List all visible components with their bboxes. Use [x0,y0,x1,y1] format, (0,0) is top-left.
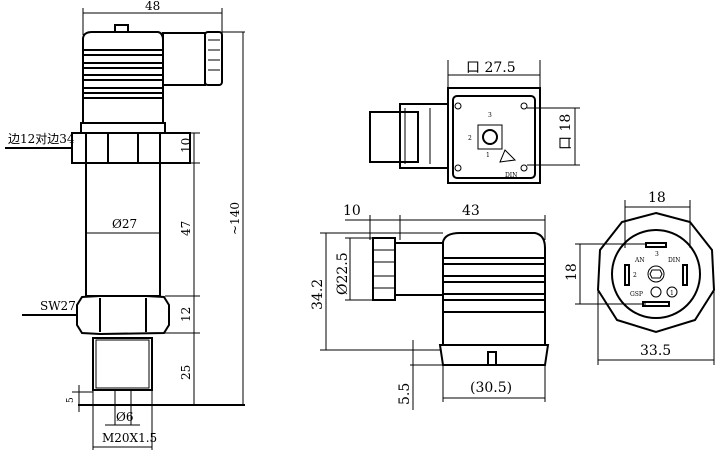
side-connector [162,32,206,86]
thread [92,337,153,391]
dim-18-front-top: 18 [648,190,666,206]
label-gsp: GSP [630,291,643,298]
connector-side-view: 10 43 Ø22.5 34.2 5.5 (30.5) [310,203,550,410]
connector-body-top [447,87,541,184]
dim-140: ~140 [228,202,242,235]
dim-body-diameter: Ø27 [112,217,137,231]
front-outline [596,211,716,334]
label-an: AN [634,257,645,264]
pin-2-label: 2 [468,135,472,142]
front-pin-2: 2 [633,272,637,279]
front-pin-1: 1 [670,290,674,297]
connector-nub [114,24,129,33]
dim-bore: Ø6 [116,410,133,424]
connector-body-side [442,232,546,346]
cable-gland-top [369,111,419,163]
dim-43: 43 [462,203,480,219]
din-label: DIN [505,172,517,179]
dim-47: 47 [179,221,193,236]
connector-front-view: 18 3 2 1 AN GSP DIN 18 33.5 [564,190,716,365]
cable-gland [204,31,223,86]
dim-18-top: 口 18 [558,114,574,150]
dim-30-5: (30.5) [470,380,512,396]
label-din: DIN [668,257,680,264]
hex-head [71,132,191,164]
dim-thread: M20X1.5 [102,431,157,445]
dim-33-5: 33.5 [640,343,671,359]
wrench-nut [76,295,170,336]
center-screw [482,129,498,145]
side-view: 48 边12对边34 10 Ø27 47 ~140 SW27 12 25 5 Ø… [5,0,245,450]
pin-3-label: 3 [488,112,492,119]
dim-27-5: 口 27.5 [466,60,516,76]
dim-48: 48 [145,0,160,13]
label-sw27: SW27 [40,299,76,313]
label-hex-flats: 边12对边34 [8,132,75,146]
dim-12: 12 [179,307,193,322]
dim-10: 10 [179,138,193,153]
dim-18-front-left: 18 [564,263,580,281]
dim-34-2: 34.2 [310,279,326,310]
dim-25: 25 [179,365,193,380]
dim-5-5: 5.5 [397,383,413,405]
center-screw-front [647,265,665,283]
dim-10-connector: 10 [343,203,361,219]
dim-5: 5 [66,397,76,403]
front-pin-3: 3 [655,251,659,258]
dim-22-5: Ø22.5 [335,252,351,295]
pin-1-label: 1 [486,152,490,159]
ground-icon [650,286,662,298]
connector-top-view: 口 27.5 1 2 3 DIN 口 18 [369,60,580,184]
gland-side [372,237,396,301]
